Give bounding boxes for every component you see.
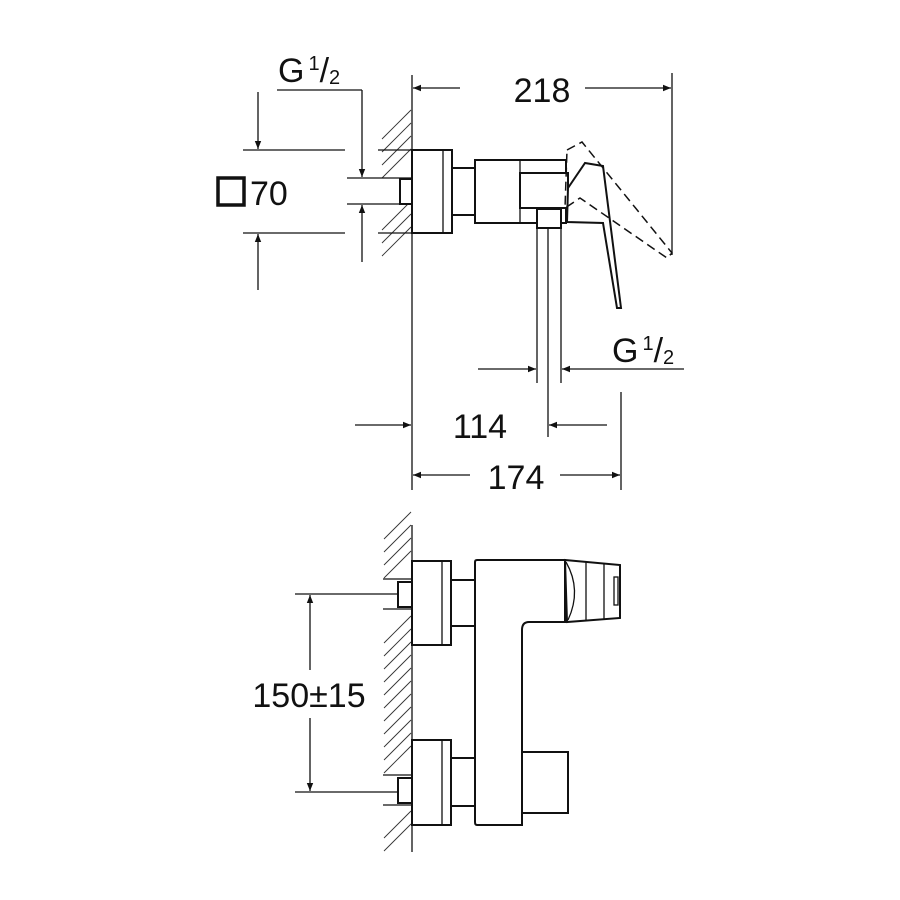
lower-block bbox=[521, 751, 569, 814]
wall-hatching-bottom bbox=[383, 511, 412, 852]
outlet-connector bbox=[536, 208, 562, 229]
hatch-line bbox=[383, 524, 412, 553]
upper-flange bbox=[411, 560, 452, 646]
lever-open-position bbox=[564, 141, 674, 259]
hatch-line bbox=[383, 654, 412, 683]
hatch-line bbox=[381, 109, 412, 140]
wall-flange bbox=[411, 149, 453, 234]
handle-slot bbox=[613, 576, 619, 606]
mixer-body-front bbox=[474, 559, 566, 826]
square-symbol-icon bbox=[216, 176, 246, 207]
hatch-line bbox=[383, 745, 412, 774]
hatch-line bbox=[383, 719, 412, 748]
hatch-line bbox=[381, 213, 412, 244]
hatch-line bbox=[383, 550, 412, 579]
lever-handle bbox=[565, 161, 623, 309]
dim-174: 174 bbox=[488, 459, 545, 497]
hatch-line bbox=[381, 200, 412, 231]
handle-front bbox=[563, 558, 621, 624]
inlet-stub bbox=[399, 178, 413, 205]
dim-70: 70 bbox=[250, 175, 288, 213]
hatch-line bbox=[383, 615, 412, 644]
hatch-line bbox=[381, 148, 412, 179]
hatch-line bbox=[383, 667, 412, 696]
hatch-line bbox=[383, 511, 412, 540]
hatch-line bbox=[383, 537, 412, 566]
hatch-line bbox=[383, 680, 412, 709]
upper-inlet-stub bbox=[397, 581, 413, 608]
connector-stem bbox=[451, 167, 476, 216]
hatch-line bbox=[383, 810, 412, 839]
dim-114: 114 bbox=[453, 408, 507, 446]
hatch-line bbox=[383, 732, 412, 761]
hatch-line bbox=[381, 226, 412, 257]
hatch-line bbox=[383, 628, 412, 657]
dim-center-distance: 150±15 bbox=[252, 677, 365, 715]
front-view: 150±15 bbox=[252, 511, 621, 852]
hatch-line bbox=[383, 823, 412, 852]
dim-218: 218 bbox=[514, 72, 571, 110]
hatch-line bbox=[381, 122, 412, 153]
lower-flange bbox=[411, 739, 452, 826]
hatch-line bbox=[383, 693, 412, 722]
hatch-line bbox=[383, 641, 412, 670]
hatch-line bbox=[383, 706, 412, 735]
lower-inlet-stub bbox=[397, 777, 413, 804]
